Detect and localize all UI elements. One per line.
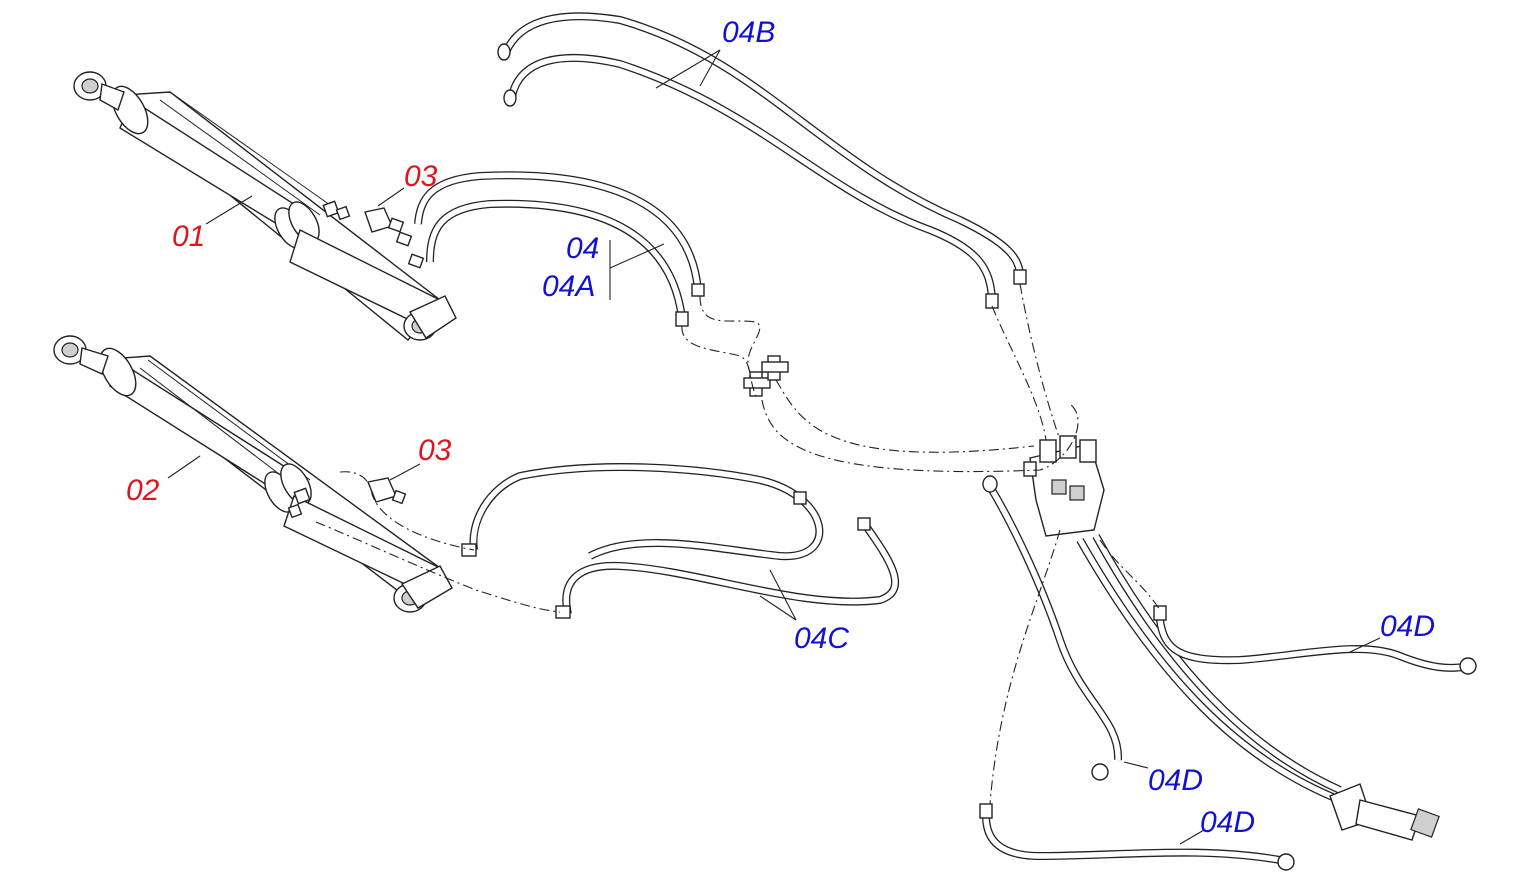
label-03-lower: 03 <box>418 434 452 467</box>
label-04d-right: 04D <box>1380 610 1435 643</box>
label-02: 02 <box>126 474 160 507</box>
hose-04b <box>497 12 1027 309</box>
label-04: 04 <box>566 232 599 265</box>
hose-04d-mid <box>982 475 1123 781</box>
label-01: 01 <box>172 220 205 253</box>
hose-04d-right <box>1153 605 1477 675</box>
label-04d-mid: 04D <box>1148 764 1203 797</box>
control-valve <box>1023 435 1105 537</box>
hydraulic-cylinder-02 <box>53 335 453 613</box>
label-04d-low: 04D <box>1200 806 1255 839</box>
leader-lines <box>167 49 1381 845</box>
hydraulic-cylinder-01 <box>73 71 457 341</box>
label-04a: 04A <box>542 270 595 303</box>
part-labels: 01 02 03 03 04 04A 04B 04C 04D 04D 04D <box>126 16 1435 839</box>
tee-fittings <box>743 355 789 397</box>
hose-04c <box>461 463 900 619</box>
label-03-upper: 03 <box>404 160 438 193</box>
fitting-03-lower <box>367 477 407 505</box>
label-04c: 04C <box>794 622 849 655</box>
hose-04d-low <box>979 803 1295 871</box>
hose-04-04a <box>414 171 705 327</box>
label-04b: 04B <box>722 16 775 49</box>
joystick-control <box>1076 534 1440 841</box>
routing-lines <box>315 283 1161 805</box>
fitting-03-upper <box>364 207 425 269</box>
